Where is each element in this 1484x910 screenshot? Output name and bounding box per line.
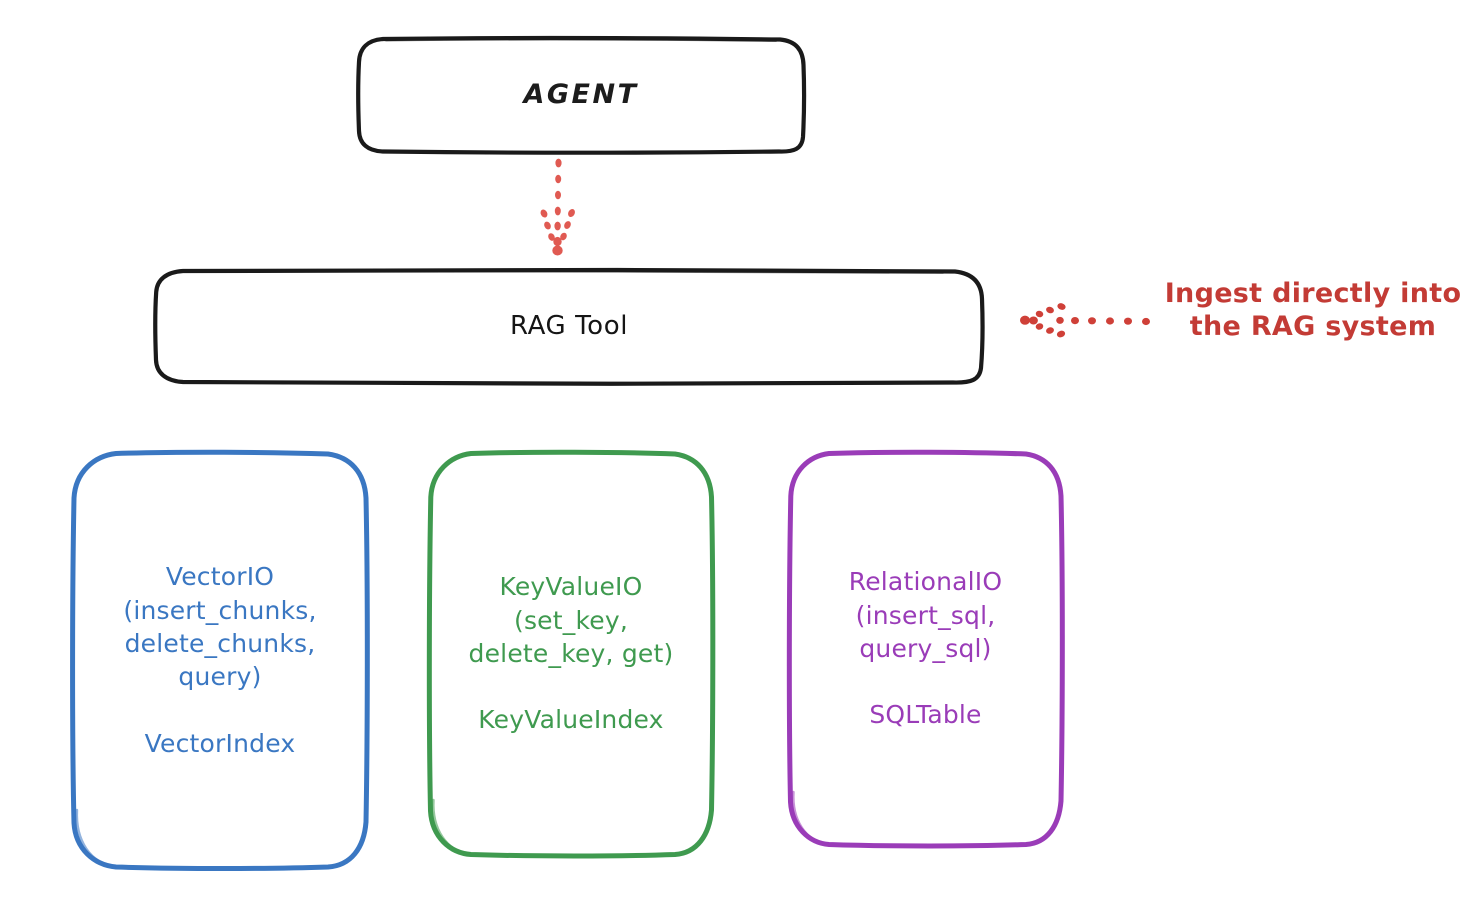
agent-box-outline <box>356 35 807 155</box>
node-key-value-io[interactable]: KeyValueIO (set_key, delete_key, get) Ke… <box>426 449 716 859</box>
node-vector-io-label: VectorIO (insert_chunks, delete_chunks, … <box>123 562 317 758</box>
relational-io-box-outline <box>786 449 1065 849</box>
node-key-value-io-label: KeyValueIO (set_key, delete_key, get) Ke… <box>468 572 674 735</box>
rag-tool-box-outline <box>153 267 985 386</box>
node-relational-io[interactable]: RelationalIO (insert_sql, query_sql) SQL… <box>786 449 1065 849</box>
vector-io-box-outline <box>70 449 370 871</box>
connector-agent-to-rag-tool <box>540 158 575 256</box>
annotation-ingest-directly: Ingest directly into the RAG system <box>1164 278 1462 342</box>
node-vector-io[interactable]: VectorIO (insert_chunks, delete_chunks, … <box>70 449 370 871</box>
node-rag-tool-label: RAG Tool <box>509 310 629 341</box>
key-value-io-box-outline <box>426 449 716 859</box>
node-rag-tool[interactable]: RAG Tool <box>153 267 985 386</box>
connector-ingest-to-rag-tool <box>1020 303 1150 338</box>
node-agent[interactable]: AGENT <box>356 35 807 155</box>
node-relational-io-label: RelationalIO (insert_sql, query_sql) SQL… <box>848 567 1003 730</box>
node-agent-label: AGENT <box>523 78 639 110</box>
